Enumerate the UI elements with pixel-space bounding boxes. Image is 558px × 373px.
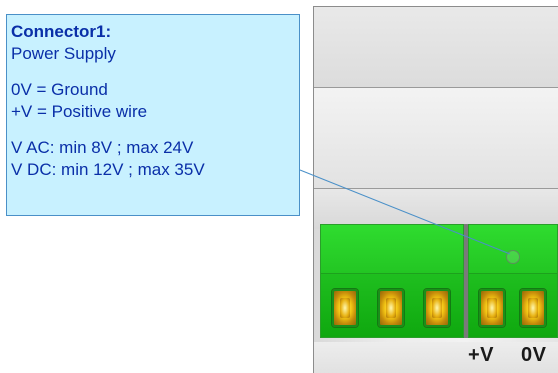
terminal-divider: [464, 224, 468, 338]
callout-positive-definition: +V = Positive wire: [11, 102, 148, 121]
terminal-screw: [424, 289, 450, 327]
connector-marker-circle: [506, 250, 520, 264]
connector-callout-box: Connector1: Power Supply 0V = Ground +V …: [6, 14, 300, 216]
terminal-screw-ground: [520, 289, 546, 327]
enclosure-panel-lower: [314, 189, 558, 229]
callout-ground-definition: 0V = Ground: [11, 80, 108, 99]
callout-ac-range: V AC: min 8V ; max 24V: [11, 138, 194, 157]
callout-title: Connector1:: [11, 22, 112, 41]
enclosure-panel-top: [314, 7, 558, 88]
terminal-screw: [332, 289, 358, 327]
callout-subtitle: Power Supply: [11, 44, 116, 63]
enclosure-base: [314, 342, 558, 373]
terminal-screw: [378, 289, 404, 327]
pin-label-positive: +V: [468, 344, 495, 366]
callout-dc-range: V DC: min 12V ; max 35V: [11, 160, 205, 179]
terminal-screw-positive: [479, 289, 505, 327]
enclosure-panel-middle: [314, 88, 558, 189]
pin-label-ground: 0V: [521, 344, 547, 366]
